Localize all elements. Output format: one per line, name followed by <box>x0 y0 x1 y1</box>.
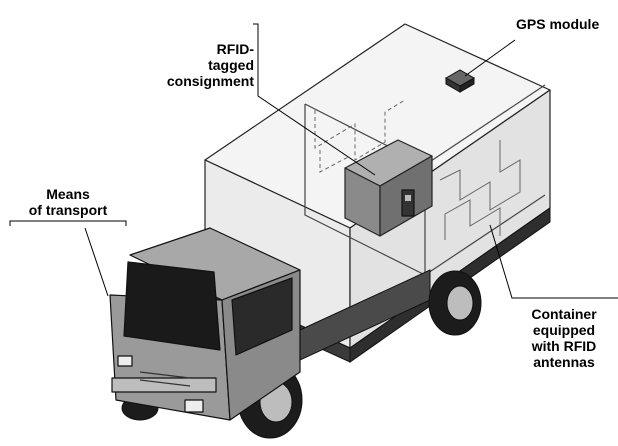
label-gps-module: GPS module <box>516 16 616 32</box>
label-means-of-transport: Means of transport <box>12 186 124 218</box>
label-rfid-consignment: RFID- tagged consignment <box>150 41 254 89</box>
label-container-antennas: Container equipped with RFID antennas <box>512 306 616 370</box>
headlight-right <box>185 400 203 412</box>
means-leader <box>10 221 126 226</box>
cab-windshield <box>124 262 220 350</box>
rfid-tag <box>402 190 414 216</box>
bumper <box>112 378 216 392</box>
truck-cab <box>110 228 300 420</box>
headlight-left <box>118 356 132 366</box>
